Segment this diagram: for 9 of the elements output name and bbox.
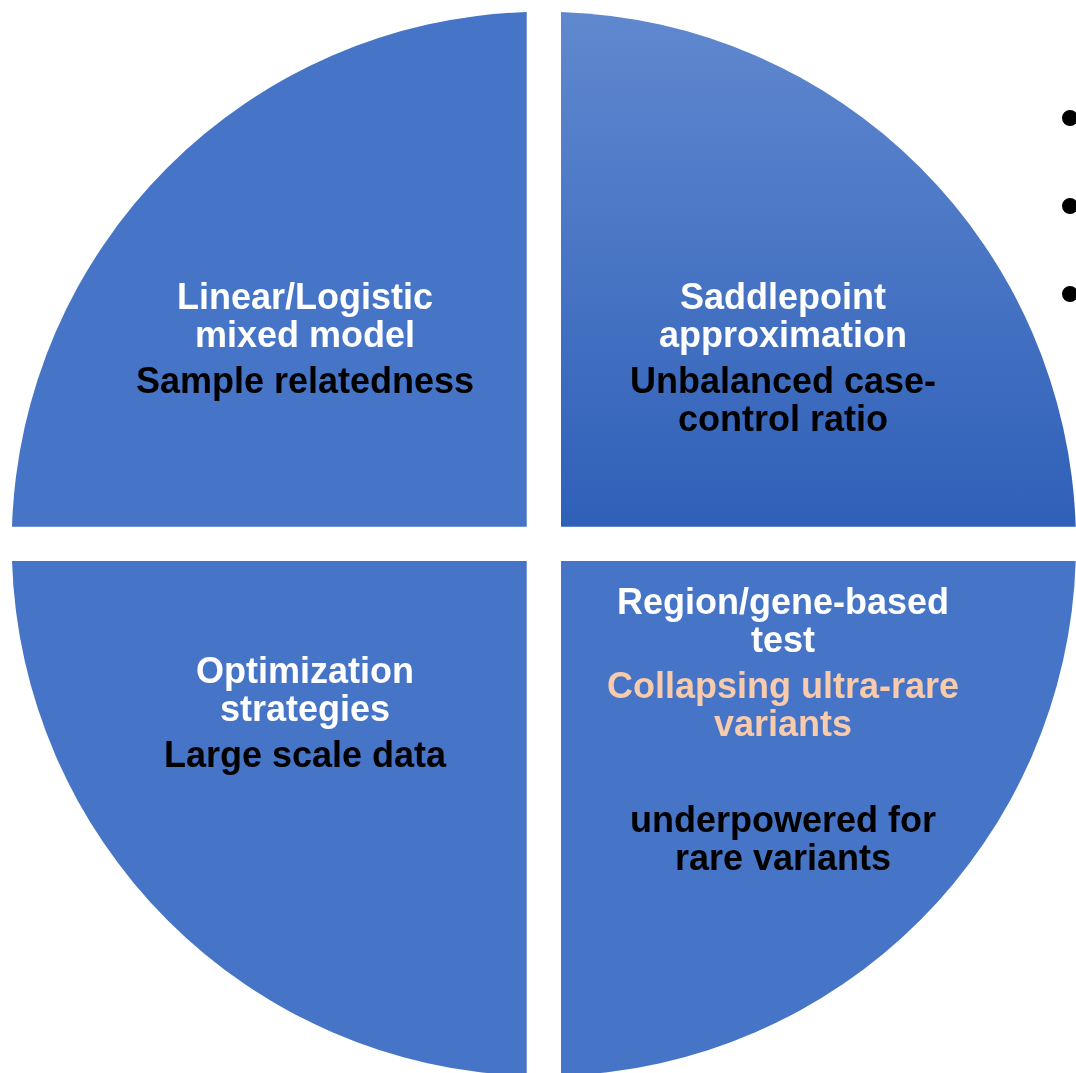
segment-heading: Linear/Logistic mixed model <box>175 278 434 354</box>
segment-heading: Region/gene-based test <box>615 583 951 659</box>
segment-text: Sample relatedness <box>135 362 475 400</box>
segment-text: Large scale data <box>163 736 447 774</box>
segment-text: Unbalanced case-control ratio <box>628 362 938 438</box>
segment-text: underpowered for rare variants <box>629 801 937 877</box>
segment-heading: Optimization strategies <box>195 652 415 728</box>
segment-heading: Saddlepoint approximation <box>658 278 908 354</box>
segment-text: Collapsing ultra-rare variants <box>605 667 961 743</box>
